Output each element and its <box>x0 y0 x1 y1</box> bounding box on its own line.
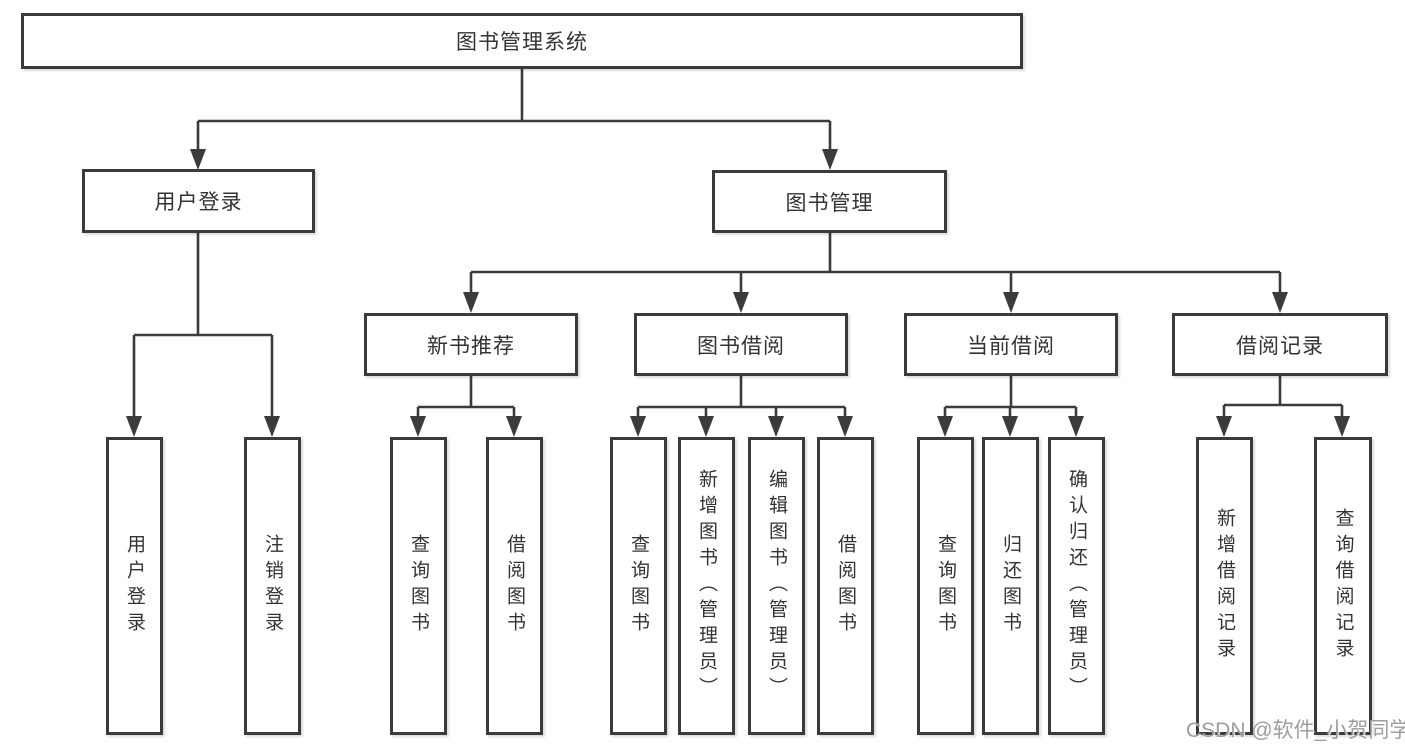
node-label: 归还图书 <box>1000 534 1021 638</box>
node-label: 新书推荐 <box>427 334 515 358</box>
node-label: 图书借阅 <box>697 334 785 358</box>
node-label: 当前借阅 <box>967 334 1055 358</box>
node-label: 注销登录 <box>262 534 283 638</box>
node-borrow-records: 借阅记录 <box>1172 313 1388 376</box>
node-root-library-system: 图书管理系统 <box>21 13 1023 69</box>
node-book-borrow: 图书借阅 <box>634 313 848 376</box>
arrowhead-icons <box>126 149 1350 437</box>
node-label: 用户登录 <box>124 534 145 638</box>
node-user-login: 用户登录 <box>82 169 315 233</box>
leaf-query-books-current: 查询图书 <box>917 437 974 735</box>
leaf-return-books: 归还图书 <box>982 437 1039 735</box>
node-book-management: 图书管理 <box>712 170 947 233</box>
leaf-logout: 注销登录 <box>244 437 301 735</box>
node-label: 查询借阅记录 <box>1332 508 1354 664</box>
node-label: 查询图书 <box>628 534 649 638</box>
node-label: 查询图书 <box>408 534 429 638</box>
node-label: 借阅记录 <box>1236 334 1324 358</box>
leaf-borrow-books: 借阅图书 <box>817 437 874 735</box>
node-current-borrow: 当前借阅 <box>904 313 1118 376</box>
leaf-borrow-books-recommend: 借阅图书 <box>486 437 543 735</box>
node-label: 图书管理 <box>785 191 874 215</box>
leaf-add-borrow-record: 新增借阅记录 <box>1196 437 1253 735</box>
leaf-query-books-recommend: 查询图书 <box>390 437 447 735</box>
leaf-query-books-borrow: 查询图书 <box>610 437 667 735</box>
leaf-edit-books-admin: 编辑图书（管理员） <box>748 437 805 735</box>
leaf-query-borrow-record: 查询借阅记录 <box>1314 437 1372 735</box>
node-label: 借阅图书 <box>835 534 856 638</box>
leaf-confirm-return-admin: 确认归还（管理员） <box>1048 437 1105 735</box>
node-label: 图书管理系统 <box>456 31 588 54</box>
node-label: 新增借阅记录 <box>1214 508 1235 664</box>
node-label: 确认归还（管理员） <box>1066 469 1087 703</box>
node-label: 用户登录 <box>154 191 243 214</box>
node-label: 查询图书 <box>935 534 956 638</box>
node-label: 新增图书（管理员） <box>696 469 717 703</box>
node-label: 借阅图书 <box>504 534 525 638</box>
leaf-add-books-admin: 新增图书（管理员） <box>678 437 735 735</box>
leaf-user-login: 用户登录 <box>106 437 163 735</box>
node-label: 编辑图书（管理员） <box>766 469 787 703</box>
node-new-book-recommend: 新书推荐 <box>364 313 578 376</box>
csdn-watermark: CSDN @软件_小贺同学 <box>1186 719 1405 742</box>
